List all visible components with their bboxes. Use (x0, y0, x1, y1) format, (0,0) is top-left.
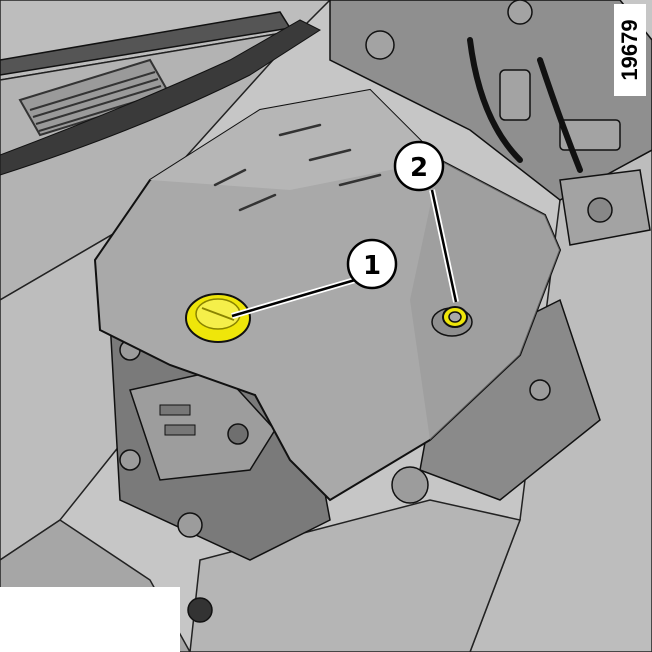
figure-reference-text: 19679 (617, 19, 642, 81)
oil-filler-cap (185, 293, 251, 343)
blank-corner (0, 587, 180, 652)
callout-2-label: 2 (410, 153, 428, 183)
dipstick-handle (431, 306, 473, 337)
bonnet-seal (0, 19, 322, 176)
figure-reference-number: 19679 (614, 4, 646, 96)
callout-1-circle (346, 238, 398, 290)
callout-2-circle (393, 140, 445, 192)
callout-1-label: 1 (363, 251, 381, 281)
cover-ribs (213, 123, 382, 212)
